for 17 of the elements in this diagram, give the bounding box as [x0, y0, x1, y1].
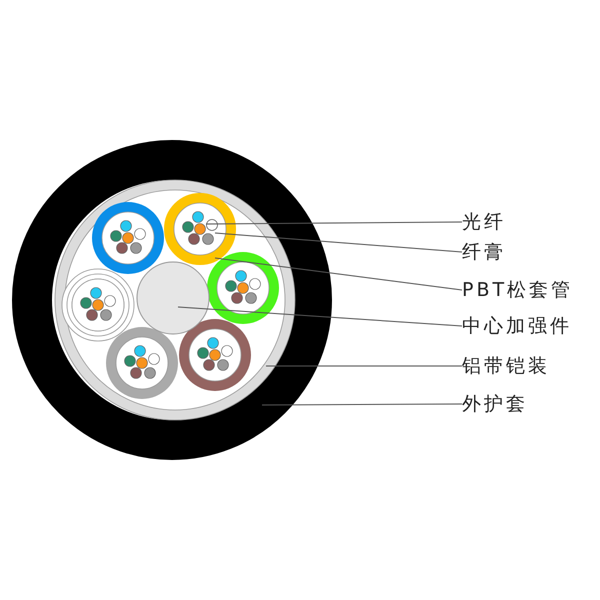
part-label: 铝带铠装	[462, 354, 550, 378]
part-label: 纤膏	[462, 240, 506, 264]
part-label: 光纤	[462, 210, 506, 234]
part-label: 中心加强件	[462, 314, 572, 338]
leader-line	[206, 222, 462, 224]
loose-tube	[164, 193, 236, 265]
armor-layer	[54, 180, 296, 420]
part-label: 外护套	[462, 392, 528, 416]
leader-line	[214, 258, 462, 290]
central-strength-member	[136, 262, 210, 334]
leader-line	[214, 232, 462, 252]
filling-gel	[174, 202, 226, 256]
optical-fiber	[206, 219, 218, 231]
outer-jacket	[12, 140, 332, 460]
leader-line	[178, 306, 462, 326]
leader-line	[262, 404, 462, 406]
part-label: PBT松套管	[462, 278, 574, 302]
